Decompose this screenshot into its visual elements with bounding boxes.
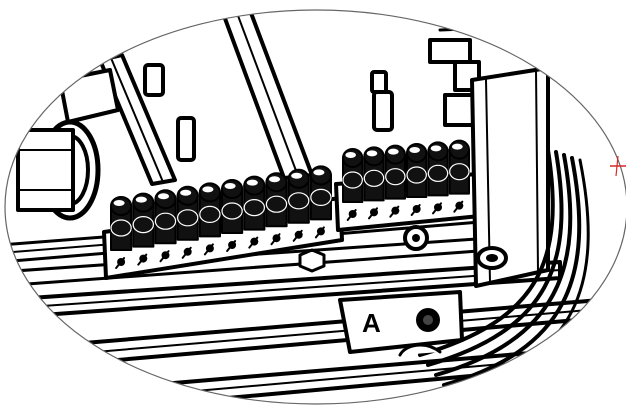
right-frame-post bbox=[470, 66, 550, 288]
terminal bbox=[221, 179, 244, 252]
detail-lens-outline bbox=[4, 9, 626, 405]
leader-tick bbox=[615, 155, 619, 177]
round-fastener bbox=[403, 225, 429, 251]
terminal bbox=[176, 185, 199, 259]
terminal bbox=[384, 144, 407, 218]
terminal bbox=[342, 148, 364, 221]
terminal bbox=[309, 165, 332, 239]
hex-nut bbox=[298, 248, 326, 273]
callout-bracket: A bbox=[338, 290, 464, 357]
upper-diagonal-strut bbox=[98, 10, 314, 186]
terminal-block-right bbox=[334, 139, 482, 232]
terminal bbox=[363, 146, 385, 220]
terminal bbox=[132, 192, 155, 266]
terminal bbox=[287, 168, 310, 242]
upper-right-components bbox=[428, 26, 492, 127]
terminal bbox=[265, 172, 288, 246]
terminal bbox=[243, 175, 266, 249]
terminal-block-left bbox=[102, 165, 344, 280]
callout-label-a: A bbox=[362, 308, 381, 338]
terminal bbox=[154, 189, 177, 263]
pulley-assembly bbox=[16, 68, 120, 221]
detail-view-contents: A bbox=[5, 10, 626, 404]
terminal bbox=[198, 182, 222, 256]
terminal bbox=[406, 143, 428, 216]
terminal bbox=[427, 141, 449, 215]
terminal bbox=[110, 196, 133, 269]
bracket-clips bbox=[143, 63, 394, 162]
terminal bbox=[448, 139, 471, 213]
